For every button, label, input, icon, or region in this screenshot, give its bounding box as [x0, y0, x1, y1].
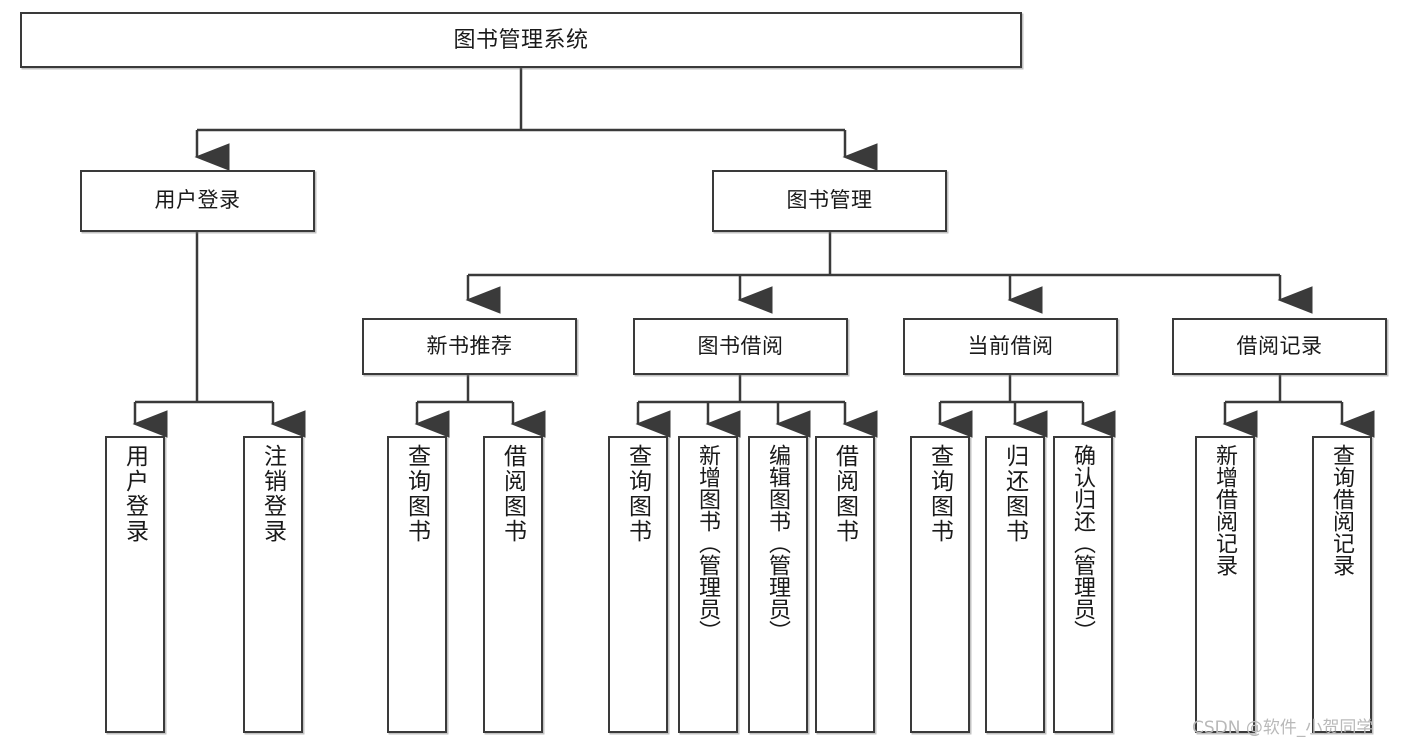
node-label: 借阅图书: [832, 444, 859, 544]
node-label: 注销登录: [260, 444, 287, 544]
node-leaf-logout[interactable]: 注销登录: [243, 436, 303, 733]
node-label: 当前借阅: [967, 334, 1054, 358]
node-label: 编辑图书（管理员）: [766, 444, 791, 642]
node-label: 借阅记录: [1236, 334, 1323, 358]
node-label: 用户登录: [122, 444, 149, 544]
node-label: 确认归还（管理员）: [1071, 444, 1096, 642]
node-label: 图书借阅: [697, 334, 784, 358]
node-label: 归还图书: [1002, 444, 1029, 544]
node-leaf-query-book-3[interactable]: 查询图书: [910, 436, 970, 733]
node-leaf-user-login[interactable]: 用户登录: [105, 436, 165, 733]
node-label: 图书管理系统: [453, 26, 589, 52]
node-leaf-borrow-book-2[interactable]: 借阅图书: [815, 436, 875, 733]
node-root-system[interactable]: 图书管理系统: [20, 12, 1022, 68]
node-label: 借阅图书: [500, 444, 527, 544]
node-leaf-query-borrow-record[interactable]: 查询借阅记录: [1312, 436, 1372, 733]
node-book-borrowing[interactable]: 图书借阅: [633, 318, 848, 375]
node-book-management[interactable]: 图书管理: [712, 170, 947, 232]
node-label: 新增借阅记录: [1213, 444, 1238, 576]
node-leaf-add-borrow-record[interactable]: 新增借阅记录: [1195, 436, 1255, 733]
node-leaf-confirm-return-admin[interactable]: 确认归还（管理员）: [1053, 436, 1113, 733]
node-leaf-query-book-2[interactable]: 查询图书: [608, 436, 668, 733]
node-label: 新增图书（管理员）: [696, 444, 721, 642]
node-label: 新书推荐: [426, 334, 513, 358]
node-label: 查询图书: [404, 444, 431, 544]
node-borrow-records[interactable]: 借阅记录: [1172, 318, 1387, 375]
node-user-login[interactable]: 用户登录: [80, 170, 315, 232]
watermark-text: CSDN @软件_小贺同学: [1192, 718, 1374, 738]
node-label: 查询借阅记录: [1330, 444, 1355, 576]
node-label: 查询图书: [927, 444, 954, 544]
node-leaf-borrow-book-1[interactable]: 借阅图书: [483, 436, 543, 733]
node-label: 用户登录: [154, 189, 241, 213]
node-leaf-return-book[interactable]: 归还图书: [985, 436, 1045, 733]
node-current-borrowing[interactable]: 当前借阅: [903, 318, 1118, 375]
node-leaf-add-book-admin[interactable]: 新增图书（管理员）: [678, 436, 738, 733]
node-leaf-edit-book-admin[interactable]: 编辑图书（管理员）: [748, 436, 808, 733]
node-new-book-recommendation[interactable]: 新书推荐: [362, 318, 577, 375]
node-label: 查询图书: [625, 444, 652, 544]
node-label: 图书管理: [786, 189, 873, 213]
node-leaf-query-book-1[interactable]: 查询图书: [387, 436, 447, 733]
